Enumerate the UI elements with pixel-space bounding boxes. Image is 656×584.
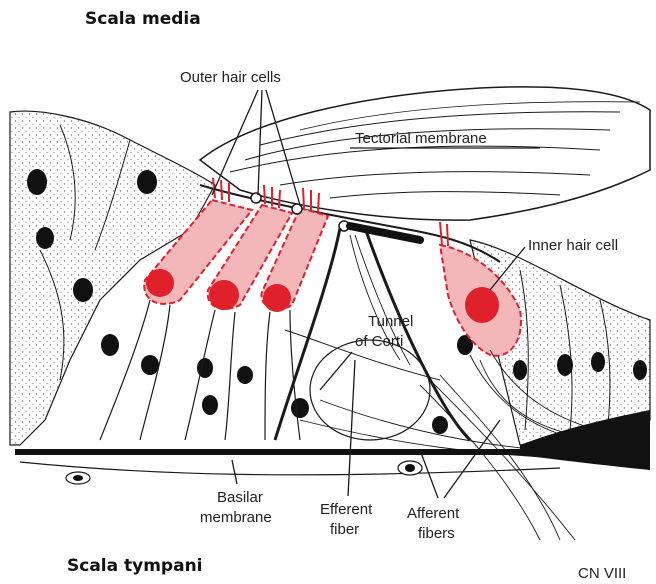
label-efferent-line2: fiber (330, 521, 359, 538)
label-tunnel-line1: Tunnel (368, 313, 413, 330)
label-inner-hair-cell: Inner hair cell (528, 237, 618, 254)
outer-hair-cell-2-nucleus (209, 280, 239, 310)
label-afferent-line1: Afferent (407, 505, 460, 522)
label-tectorial-membrane: Tectorial membrane (355, 130, 487, 147)
outer-hair-cell-3-nucleus (263, 284, 291, 312)
label-cn-viii: CN VIII (578, 565, 626, 582)
label-tunnel-line2: of Corti (355, 333, 403, 350)
label-basilar-line2: membrane (200, 509, 272, 526)
inner-hair-cell-nucleus (465, 287, 499, 323)
label-scala-media: Scala media (85, 9, 201, 29)
basilar-membrane (15, 452, 560, 484)
label-scala-tympani: Scala tympani (67, 556, 203, 576)
outer-hair-cell-1-nucleus (146, 269, 174, 297)
label-basilar-line1: Basilar (217, 489, 263, 506)
label-efferent-line1: Efferent (320, 501, 373, 518)
label-outer-hair-cells: Outer hair cells (180, 69, 281, 86)
tectorial-membrane (200, 87, 650, 220)
label-afferent-line2: fibers (418, 525, 455, 542)
